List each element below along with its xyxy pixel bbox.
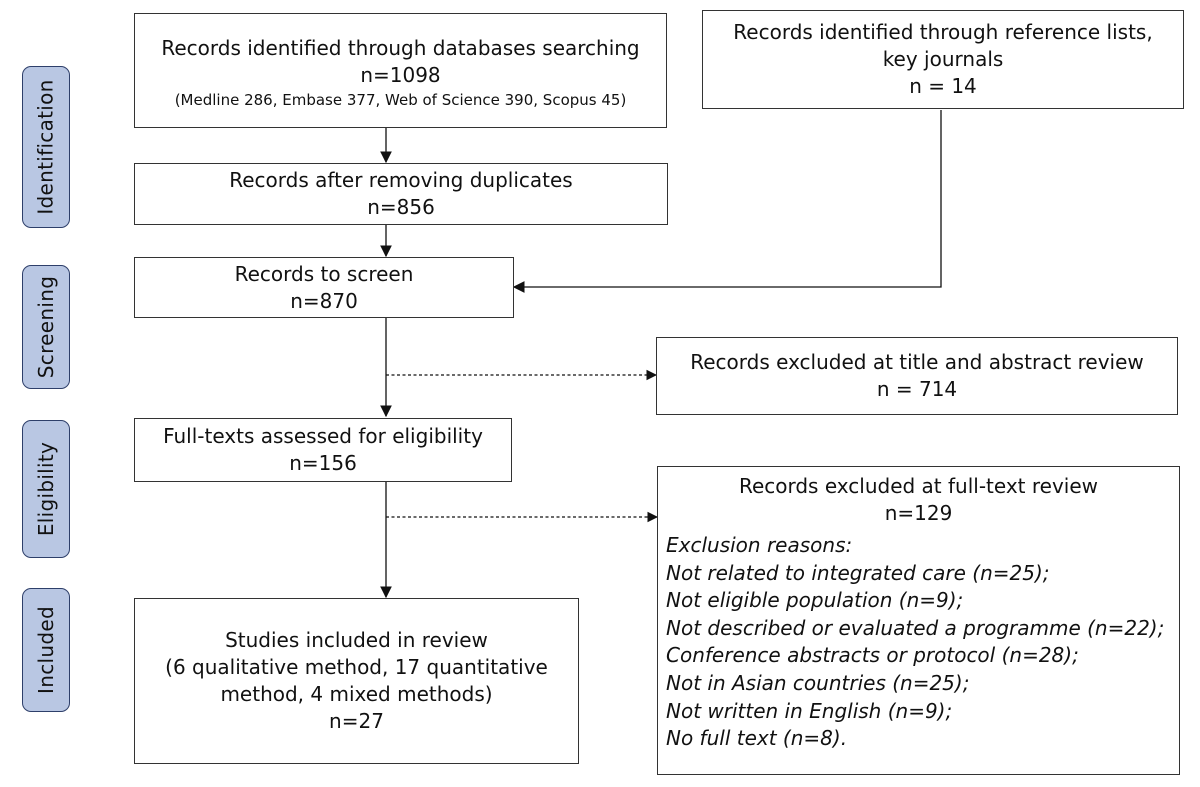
phase-identification: Identification bbox=[22, 66, 70, 228]
databases-count: n=1098 bbox=[360, 62, 441, 87]
phase-screening: Screening bbox=[22, 265, 70, 389]
included-line3: method, 4 mixed methods) bbox=[220, 682, 493, 706]
exclusion-reason: Not written in English (n=9); bbox=[666, 698, 953, 723]
exclusion-reasons-list: Exclusion reasons: Not related to integr… bbox=[666, 532, 1186, 753]
full-texts-title: Full-texts assessed for eligibility bbox=[163, 424, 483, 448]
box-studies-included: Studies included in review (6 qualitativ… bbox=[134, 598, 579, 764]
phase-eligibility: Eligibility bbox=[22, 420, 70, 558]
included-line2: (6 qualitative method, 17 quantitative bbox=[165, 655, 548, 679]
exclusion-reason: Not eligible population (n=9); bbox=[666, 588, 964, 613]
arrow-references-to-screen bbox=[512, 110, 942, 293]
box-databases-search: Records identified through databases sea… bbox=[134, 13, 667, 128]
box-duplicates-removed: Records after removing duplicates n=856 bbox=[134, 163, 668, 225]
phase-included: Included bbox=[22, 588, 70, 712]
reference-lists-line1: Records identified through reference lis… bbox=[733, 20, 1153, 44]
duplicates-title: Records after removing duplicates bbox=[229, 168, 573, 192]
exclusion-reason: Not related to integrated care (n=25); bbox=[666, 560, 1050, 585]
box-excluded-full-text: Records excluded at full-text review n=1… bbox=[657, 466, 1180, 775]
excluded-title-abstract-title: Records excluded at title and abstract r… bbox=[690, 350, 1144, 374]
exclusion-reasons-heading: Exclusion reasons: bbox=[666, 533, 853, 557]
box-records-to-screen: Records to screen n=870 bbox=[134, 257, 514, 318]
exclusion-reason: Conference abstracts or protocol (n=28); bbox=[666, 643, 1079, 668]
box-full-texts-assessed: Full-texts assessed for eligibility n=15… bbox=[134, 418, 512, 482]
exclusion-reason: Not described or evaluated a programme (… bbox=[666, 615, 1165, 640]
full-texts-count: n=156 bbox=[289, 451, 357, 475]
reference-lists-count: n = 14 bbox=[909, 74, 977, 98]
databases-detail: (Medline 286, Embase 377, Web of Science… bbox=[174, 90, 627, 109]
excluded-full-text-title: Records excluded at full-text review bbox=[738, 474, 1099, 498]
included-line1: Studies included in review bbox=[225, 628, 488, 652]
exclusion-reason: No full text (n=8). bbox=[666, 726, 848, 751]
excluded-full-text-count: n=129 bbox=[884, 501, 953, 525]
duplicates-count: n=856 bbox=[367, 195, 435, 219]
exclusion-reason: Not in Asian countries (n=25); bbox=[666, 670, 970, 695]
databases-title: Records identified through databases sea… bbox=[161, 35, 640, 60]
included-count: n=27 bbox=[329, 709, 384, 733]
box-reference-lists: Records identified through reference lis… bbox=[702, 10, 1184, 109]
to-screen-title: Records to screen bbox=[234, 261, 414, 286]
box-excluded-title-abstract: Records excluded at title and abstract r… bbox=[656, 337, 1178, 415]
excluded-title-abstract-count: n = 714 bbox=[876, 377, 958, 401]
to-screen-count: n=870 bbox=[290, 288, 358, 313]
reference-lists-line2: key journals bbox=[882, 47, 1004, 71]
